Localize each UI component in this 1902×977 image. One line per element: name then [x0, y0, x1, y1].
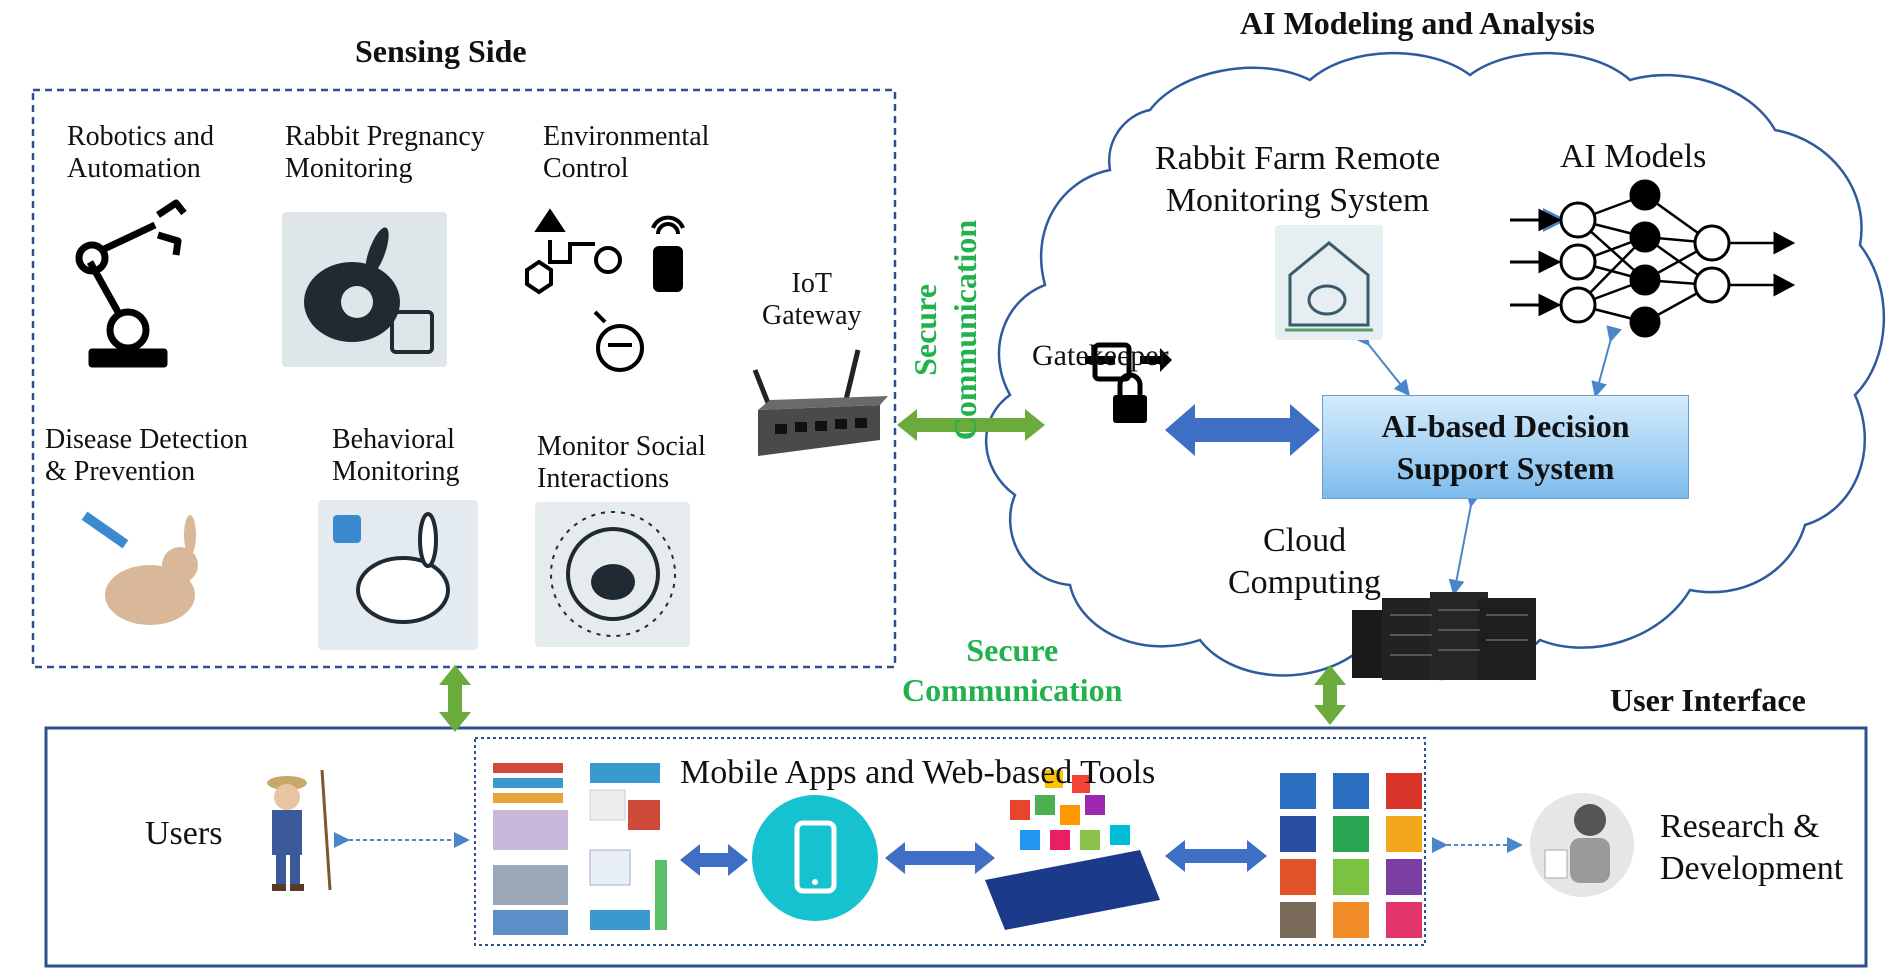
mobile-phone-icon	[752, 795, 878, 921]
green-arrow-sensing-ui	[439, 665, 471, 732]
blue-arrow-tools-icons	[1165, 840, 1267, 872]
green-arrow-cloud-ui	[1314, 665, 1346, 725]
disease-prevention-image	[70, 510, 210, 635]
ai-models-network-icon	[1510, 179, 1796, 338]
mobile-apps-tools-label: Mobile Apps and Web-based Tools	[680, 754, 1156, 791]
app-icon-grid	[1280, 773, 1422, 938]
rabbit-pregnancy-image	[282, 212, 447, 367]
social-interactions-image	[535, 502, 690, 647]
gatekeeper-lock-icon	[1085, 342, 1172, 423]
user-interface-title: User Interface	[1610, 682, 1806, 718]
research-development-label: Research &Development	[1660, 808, 1844, 887]
blue-arrow-phone-tools	[885, 842, 995, 874]
ai-modeling-title: AI Modeling and Analysis	[1240, 5, 1595, 41]
environment-control-icon	[525, 208, 685, 372]
robot-arm-icon	[75, 199, 187, 368]
remote-dss-link	[1353, 328, 1410, 397]
app-tablet-icon	[985, 770, 1160, 930]
remote-monitoring-image	[1275, 225, 1383, 340]
farmer-user-icon	[267, 769, 332, 891]
user-interface-box	[44, 726, 1868, 968]
tools-box	[474, 737, 1426, 946]
iot-gateway-router-icon	[752, 349, 888, 456]
cloud-shape	[985, 51, 1885, 681]
gatekeeper-label: Gatekeeper	[1032, 339, 1169, 372]
green-arrow-gateway-cloud	[897, 409, 1045, 441]
behavioral-monitoring-image	[318, 500, 478, 650]
computing-dss-link	[1448, 490, 1482, 596]
ai-models-label: AI Models	[1560, 138, 1707, 175]
disease-label: Disease Detection& Prevention	[45, 424, 248, 487]
cloud-computing-server-icon	[1352, 592, 1536, 680]
researcher-icon	[1530, 793, 1634, 897]
sensing-side-title: Sensing Side	[355, 33, 527, 69]
blue-arrow-apps-phone	[680, 844, 748, 876]
blue-arrow-gatekeeper-dss	[1165, 404, 1320, 456]
app-screenshots-thumbnail	[493, 763, 667, 935]
models-dss-link	[1591, 325, 1622, 398]
users-label: Users	[145, 815, 223, 852]
